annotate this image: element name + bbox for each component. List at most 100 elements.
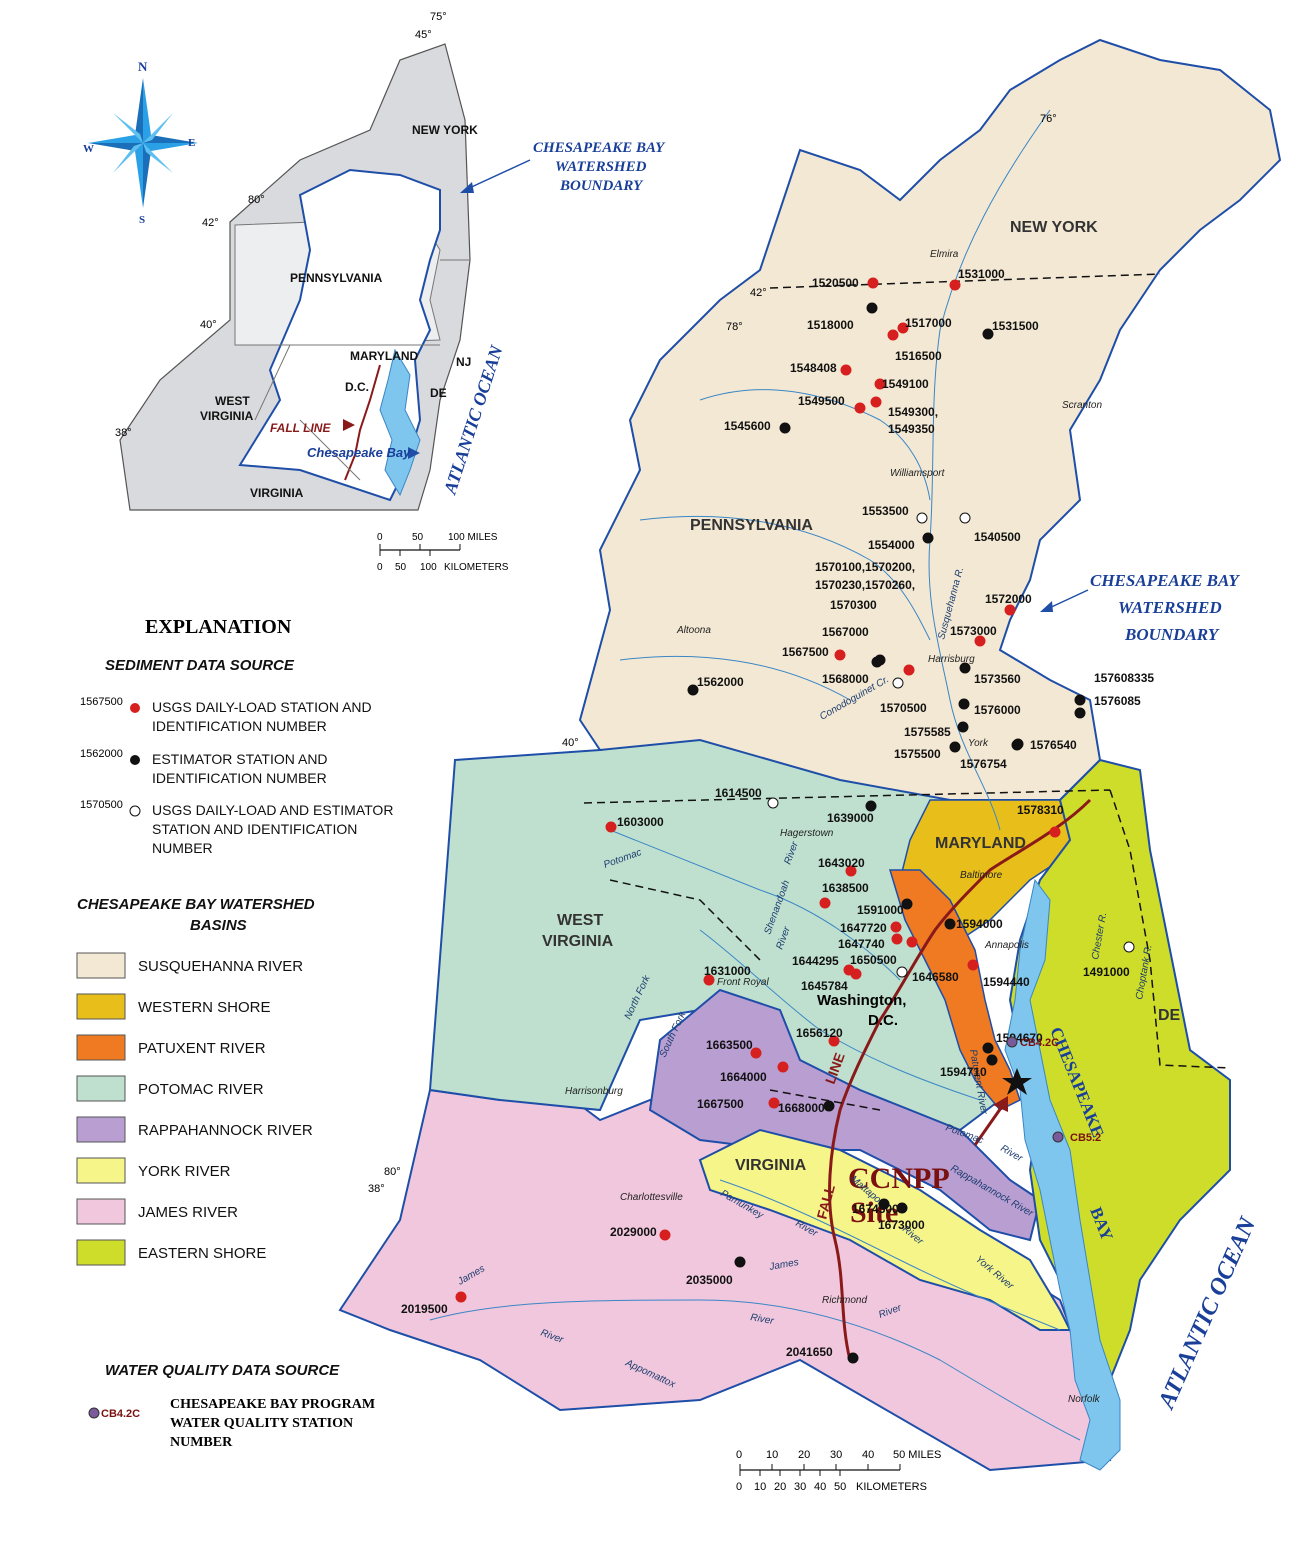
water-quality-markers: CB4.2C CB5.2 <box>1006 1036 1101 1144</box>
city-elmira: Elmira <box>930 249 959 260</box>
wq-dot <box>1052 1131 1064 1143</box>
station-label: 1664000 <box>720 1070 767 1084</box>
station-dot <box>949 279 961 291</box>
station-dot <box>878 1198 890 1210</box>
scale-mi-10: 10 <box>766 1449 778 1461</box>
wq-station-CB4-2C: CB4.2C <box>1006 1036 1059 1049</box>
basin-legend-item: EASTERN SHORE <box>76 1239 266 1266</box>
station-label: 1572000 <box>985 592 1032 606</box>
station-label: 1594710 <box>940 1065 987 1079</box>
ccnpp-arrowhead <box>993 1096 1008 1112</box>
legend-sediment-black: 1562000 ESTIMATOR STATION AND IDENTIFICA… <box>80 748 328 786</box>
station-label: 1573560 <box>974 672 1021 686</box>
basin-swatch <box>76 1239 126 1266</box>
station-dot <box>967 959 979 971</box>
scale-mi-50: 50 MILES <box>893 1449 941 1461</box>
city-harrisonburg: Harrisonburg <box>565 1086 623 1097</box>
city-front-royal: Front Royal <box>717 977 769 988</box>
legend-white-dot <box>129 805 141 817</box>
station-1668000: 1668000 <box>778 1100 835 1115</box>
station-1645784: 1645784 <box>801 968 862 993</box>
station-label: 1518000 <box>807 318 854 332</box>
station-1540500: 1540500 <box>959 512 1021 544</box>
station-label: 1647720 <box>840 921 887 935</box>
city-harrisburg: Harrisburg <box>928 654 975 665</box>
station-1664000: 1664000 <box>720 1061 789 1084</box>
basin-legend-item: RAPPAHANNOCK RIVER <box>76 1116 313 1143</box>
compass-n: N <box>138 59 148 74</box>
basin-legend-label: POTOMAC RIVER <box>138 1081 264 1098</box>
basin-swatch <box>76 1198 126 1225</box>
station-label: 1668000 <box>778 1101 825 1115</box>
city-richmond: Richmond <box>822 1295 867 1306</box>
station-dot <box>870 396 882 408</box>
inset-scale-bar: 0 50 100 MILES 0 50 100 KILOMETERS <box>377 532 509 573</box>
station-label: 1631000 <box>704 964 751 978</box>
basin-legend-label: RAPPAHANNOCK RIVER <box>138 1122 313 1139</box>
inset-grid-lat45: 45° <box>415 29 432 41</box>
inset-watershed-label-1: CHESAPEAKE BAY <box>533 140 666 156</box>
inset-bay-water <box>379 348 421 497</box>
station-label: 1663500 <box>706 1038 753 1052</box>
station-label: 1645784 <box>801 979 848 993</box>
station-1647740: 1647740 <box>838 933 903 951</box>
station-label: 1548408 <box>790 361 837 375</box>
scale-km-50: 50 <box>834 1481 846 1493</box>
station-2029000: 2029000 <box>610 1225 671 1241</box>
station-1520500: 1520500 <box>812 276 879 290</box>
city-scranton: Scranton <box>1062 400 1102 411</box>
station-label: 1646580 <box>912 970 959 984</box>
inset-fall-line-arrowhead <box>343 419 355 431</box>
inset-virginia-label: VIRGINIA <box>250 486 304 500</box>
station-label: 2029000 <box>610 1225 657 1239</box>
station-1554000: 1554000 <box>868 532 934 552</box>
station-label: 1531500 <box>992 319 1039 333</box>
basin-swatch <box>76 1034 126 1061</box>
station-1531500: 1531500 <box>982 319 1039 340</box>
station-label: 1674500 <box>852 1202 899 1216</box>
wq-label: CB5.2 <box>1070 1132 1101 1144</box>
station-label: 1656120 <box>796 1026 843 1040</box>
station-1567500: 1567500 <box>782 645 846 661</box>
station-1591000: 1591000 <box>857 898 913 917</box>
inset-scale-mi-0: 0 <box>377 532 383 543</box>
legend-red-dot <box>130 703 140 713</box>
station-dot <box>768 1097 780 1109</box>
inset-watershed-label-2: WATERSHED <box>555 159 647 175</box>
station-label: 1570100,1570200, <box>815 560 915 574</box>
compass-s: S <box>139 214 145 226</box>
station-1573000: 1573000 <box>950 624 997 647</box>
city-hagerstown: Hagerstown <box>780 828 834 839</box>
station-dot <box>659 1229 671 1241</box>
station-2019500: 2019500 <box>401 1291 467 1316</box>
legend-white-text-3: NUMBER <box>152 840 213 856</box>
station-1594710: 1594710 <box>940 1054 998 1079</box>
station-label: 1520500 <box>812 276 859 290</box>
station-2041650: 2041650 <box>786 1345 859 1364</box>
station-1572000: 1572000 <box>985 592 1032 616</box>
station-dot <box>834 649 846 661</box>
station-dot <box>823 1100 835 1112</box>
station-dot <box>1074 707 1086 719</box>
city-washington: Washington, <box>817 992 906 1009</box>
station-1553500: 1553500 <box>862 504 928 524</box>
station-1667500: 1667500 <box>697 1097 780 1111</box>
legend-wq-text-2: WATER QUALITY STATION <box>170 1416 353 1431</box>
main-scale-bar: 0 10 20 30 40 50 MILES 0 10 20 30 40 50 … <box>736 1449 941 1493</box>
inset-scale-mi-100: 100 MILES <box>448 532 498 543</box>
wq-dot <box>1006 1036 1018 1048</box>
station-1638500: 1638500 <box>819 881 869 909</box>
station-1674500: 1674500 <box>852 1198 899 1216</box>
station-1531000: 1531000 <box>949 267 1005 291</box>
station-dot <box>986 1054 998 1066</box>
station-dot <box>840 364 852 376</box>
station-157608335: 157608335 <box>1074 671 1154 706</box>
legend-wq-text-1: CHESAPEAKE BAY PROGRAM <box>170 1397 375 1412</box>
station-dot <box>906 936 918 948</box>
city-dc: D.C. <box>868 1012 898 1029</box>
legend-black-dot <box>130 755 140 765</box>
station-dot <box>455 1291 467 1303</box>
main-virginia-label: VIRGINIA <box>735 1157 807 1174</box>
station-1545600: 1545600 <box>724 419 791 434</box>
station-1650500: 1650500 <box>850 936 918 967</box>
